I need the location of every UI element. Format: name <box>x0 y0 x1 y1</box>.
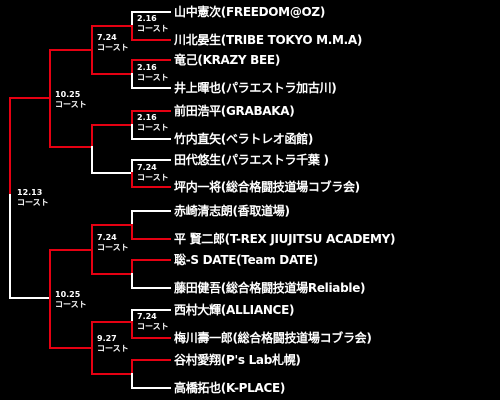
r1-tatsumi <box>131 59 171 75</box>
match-r1e-label: コースト <box>137 322 169 331</box>
match-r3a: 10.25 コースト <box>55 90 87 110</box>
match-r2a: 7.24 コースト <box>97 33 129 53</box>
match-r2a-date: 7.24 <box>97 33 117 42</box>
quarter2-upper <box>91 124 133 148</box>
match-r2c-label: コースト <box>97 243 129 252</box>
r1-takeuchi <box>131 124 171 140</box>
match-r2c-date: 7.24 <box>97 233 117 242</box>
r1-yamanaka <box>131 11 171 27</box>
player-yamanaka: 山中憲次(FREEDOM@OZ) <box>174 5 326 19</box>
semi-top-lower <box>49 97 93 148</box>
player-fujita: 藤田健吾(総合格闘技道場Reliable) <box>174 281 366 295</box>
quarter4-upper <box>91 321 133 349</box>
player-takahashi: 高橋拓也(K-PLACE) <box>174 381 286 395</box>
match-r2c: 7.24 コースト <box>97 233 129 253</box>
player-inoue: 井上暉也(パラエストラ加古川) <box>174 81 337 95</box>
final-line-top <box>9 97 51 196</box>
match-r1b: 2.16 コースト <box>137 63 169 83</box>
match-r3b-date: 10.25 <box>55 290 81 299</box>
match-r1b-label: コースト <box>137 73 169 82</box>
match-r2d: 9.27 コースト <box>97 334 129 354</box>
quarter1-upper <box>91 25 133 51</box>
match-r1a: 2.16 コースト <box>137 14 169 34</box>
match-r1d: 7.24 コースト <box>137 163 169 183</box>
match-r3b: 10.25 コースト <box>55 290 87 310</box>
r1-maeda <box>131 110 171 126</box>
r1-inoue <box>131 73 171 89</box>
quarter4-lower <box>91 347 133 375</box>
match-final-date: 12.13 <box>17 188 43 197</box>
match-r2d-label: コースト <box>97 344 129 353</box>
player-date: 聡-S DATE(Team DATE) <box>174 253 318 267</box>
match-r1a-label: コースト <box>137 24 169 33</box>
r1-umekawa <box>131 321 171 339</box>
player-kawakita: 川北晏生(TRIBE TOKYO M.M.A) <box>174 33 363 47</box>
player-tatsumi: 竜己(KRAZY BEE) <box>174 53 281 67</box>
match-r2d-date: 9.27 <box>97 334 117 343</box>
quarter2-lower <box>91 146 133 174</box>
r1-kawakita <box>131 25 171 41</box>
player-takeuchi: 竹内直矢(ベラトレオ函館) <box>174 132 314 146</box>
player-tsubouchi: 坪内一将(総合格闘技道場コブラ会) <box>174 180 360 194</box>
player-maeda: 前田浩平(GRABAKA) <box>174 104 295 118</box>
match-r3a-label: コースト <box>55 100 87 109</box>
player-taira: 平 賢二郎(T-REX JIUJITSU ACADEMY) <box>174 232 396 246</box>
r1-nishimura <box>131 309 171 323</box>
player-tanimura: 谷村愛翔(P's Lab札幌) <box>174 353 301 367</box>
semi-bottom-lower <box>49 297 93 349</box>
player-umekawa: 梅川壽一郎(総合格闘技道場コブラ会) <box>174 331 372 345</box>
final-line-bottom <box>9 194 51 299</box>
quarter3-upper <box>91 224 133 251</box>
match-r1b-date: 2.16 <box>137 63 157 72</box>
match-r1d-date: 7.24 <box>137 163 157 172</box>
player-nishimura: 西村大輝(ALLIANCE) <box>174 303 295 317</box>
r1-akasaki <box>131 210 171 226</box>
match-r3b-label: コースト <box>55 300 87 309</box>
match-r1e: 7.24 コースト <box>137 312 169 332</box>
match-r1e-date: 7.24 <box>137 312 157 321</box>
r1-takahashi <box>131 373 171 389</box>
r1-taira <box>131 224 171 240</box>
r1-tanimura <box>131 359 171 375</box>
quarter1-lower <box>91 49 133 75</box>
semi-bottom-upper <box>49 249 93 299</box>
match-r3a-date: 10.25 <box>55 90 81 99</box>
player-tashiro: 田代悠生(パラエストラ千葉 ) <box>174 153 329 167</box>
r1-tashiro <box>131 159 171 174</box>
match-r1c-label: コースト <box>137 123 169 132</box>
r1-tsubouchi <box>131 172 171 188</box>
match-r1a-date: 2.16 <box>137 14 157 23</box>
match-r1c: 2.16 コースト <box>137 113 169 133</box>
match-r2a-label: コースト <box>97 43 129 52</box>
quarter3-lower <box>91 249 133 275</box>
r1-fujita <box>131 273 171 289</box>
match-final-label: コースト <box>17 198 49 207</box>
match-r1c-date: 2.16 <box>137 113 157 122</box>
match-final: 12.13 コースト <box>17 188 49 208</box>
match-r1d-label: コースト <box>137 173 169 182</box>
semi-top-upper <box>49 49 93 99</box>
r1-date <box>131 259 171 275</box>
player-akasaki: 赤崎清志朗(香取道場) <box>174 204 290 218</box>
